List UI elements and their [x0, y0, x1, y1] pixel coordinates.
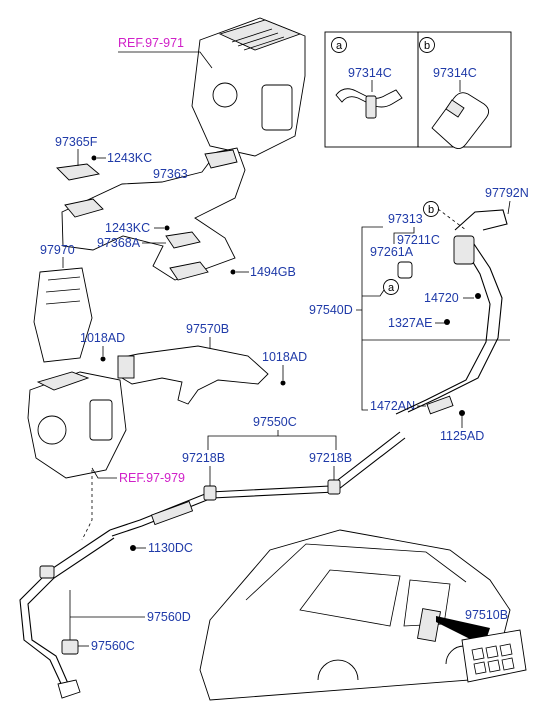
- label-1472AN: 1472AN: [370, 399, 415, 413]
- label-97365F: 97365F: [55, 135, 98, 149]
- label-1130DC: 1130DC: [148, 541, 193, 555]
- label-97560C: 97560C: [91, 639, 135, 653]
- label-1125AD: 1125AD: [440, 429, 484, 443]
- label-97560D: 97560D: [147, 610, 191, 624]
- label-97363: 97363: [153, 167, 188, 181]
- detail-a-letter: a: [336, 40, 343, 52]
- label-97211C: 97211C: [397, 233, 440, 247]
- rear-pipes-97560D: [19, 529, 115, 699]
- hose-fitting-b: [431, 92, 489, 149]
- label-97792N: 97792N: [485, 186, 529, 200]
- label-97570B: 97570B: [186, 322, 229, 336]
- label-14720: 14720: [424, 291, 459, 305]
- detail-b-letter: b: [424, 40, 430, 52]
- ref-97-979-label: REF.97-979: [119, 471, 185, 485]
- main-pipes-97550C: [109, 431, 406, 537]
- label-97510B: 97510B: [465, 608, 508, 622]
- label-1327AE: 1327AE: [388, 316, 432, 330]
- detail-box-b: b 97314C: [417, 31, 512, 149]
- rear-heater-97510B: [461, 629, 527, 683]
- svg-text:b: b: [428, 204, 434, 216]
- bracket-97365F: [56, 163, 101, 181]
- pipe-assembly-97540D: [395, 209, 508, 416]
- label-97218B-right: 97218B: [309, 451, 352, 465]
- heater-unit-lower: [27, 371, 127, 479]
- duct-97570B: [117, 345, 269, 405]
- clip-a: [365, 95, 377, 119]
- label-97970: 97970: [40, 243, 75, 257]
- label-97261A: 97261A: [370, 245, 414, 259]
- label-1243KC-upper: 1243KC: [107, 151, 152, 165]
- clip-b: [445, 99, 465, 118]
- label-97218B-left: 97218B: [182, 451, 225, 465]
- label-97540D: 97540D: [309, 303, 353, 317]
- heater-unit-top: [191, 17, 306, 157]
- label-97368A: 97368A: [97, 236, 141, 250]
- detail-b-part-label: 97314C: [433, 66, 477, 80]
- ref-97-971-label: REF.97-971: [118, 36, 184, 50]
- label-97313: 97313: [388, 212, 423, 226]
- duct-97970: [33, 267, 93, 363]
- label-1018AD-left: 1018AD: [80, 331, 125, 345]
- duct-97570B-outlet: [117, 355, 135, 379]
- label-97550C: 97550C: [253, 415, 297, 429]
- vehicle-outline: [199, 529, 511, 701]
- floor-duct-97363: [61, 147, 246, 281]
- svg-text:a: a: [388, 282, 395, 294]
- detail-a-part-label: 97314C: [348, 66, 392, 80]
- label-1243KC-lower: 1243KC: [105, 221, 150, 235]
- label-1018AD-right: 1018AD: [262, 350, 307, 364]
- detail-box-a: a 97314C: [324, 31, 419, 148]
- label-1494GB: 1494GB: [250, 265, 296, 279]
- bracket-97368A: [165, 231, 201, 249]
- callout-a: [383, 279, 399, 295]
